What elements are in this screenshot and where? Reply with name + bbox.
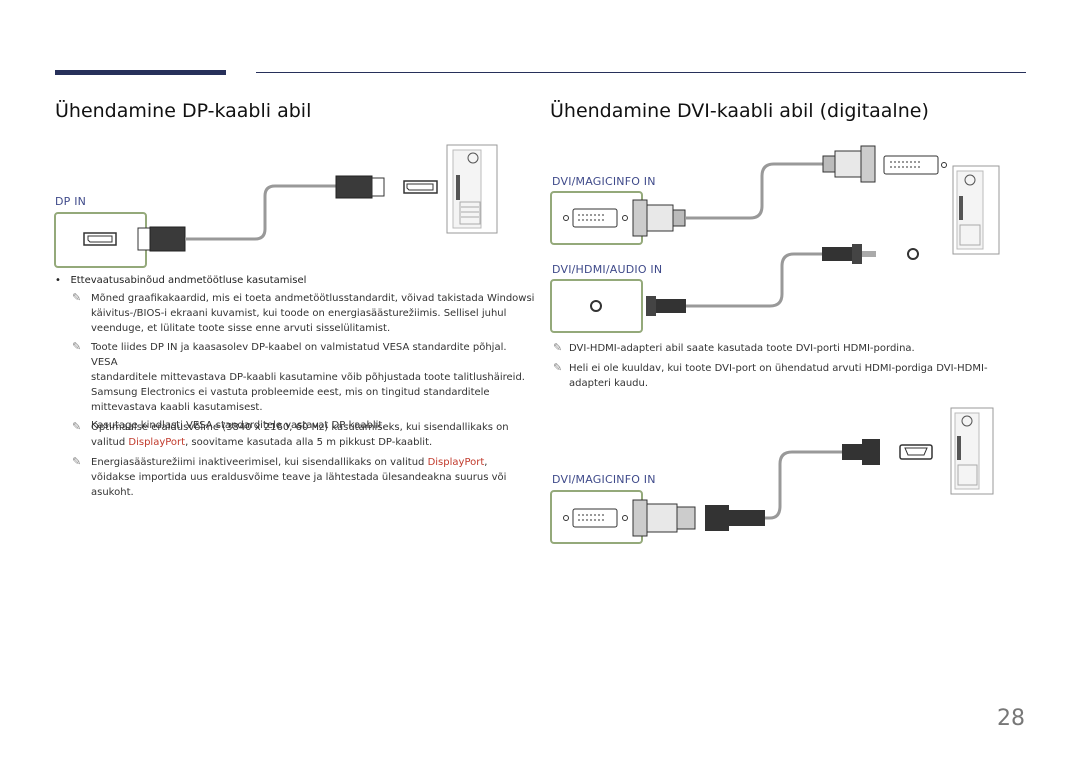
precaution-bullet-text: Ettevaatusabinõud andmetöötluse kasutami… <box>70 275 307 286</box>
note-icon: ✎ <box>553 341 563 354</box>
hdmi-cable <box>765 450 842 520</box>
dp-plug-tip-2 <box>371 177 385 197</box>
dvi-magicinfo-label-1: DVI/MAGICINFO IN <box>552 175 656 188</box>
right-heading: Ühendamine DVI-kaabli abil (digitaalne) <box>550 100 929 122</box>
dvi-port-icon <box>572 508 618 528</box>
note-icon: ✎ <box>553 361 563 374</box>
audio-cable <box>686 252 822 308</box>
left-note-2-line: standarditele mittevastava DP-kaabli kas… <box>91 372 525 383</box>
precaution-bullet: • Ettevaatusabinõud andmetöötluse kasuta… <box>55 275 307 286</box>
left-note-3-line: valitud DisplayPort, soovitame kasutada … <box>91 437 433 448</box>
adapter-dvi-head <box>632 499 648 537</box>
dvi-plug-body <box>646 204 674 232</box>
note-icon: ✎ <box>72 420 82 433</box>
note-icon: ✎ <box>72 291 82 304</box>
dp-in-label: DP IN <box>55 195 87 208</box>
dvi-magicinfo-label-2: DVI/MAGICINFO IN <box>552 473 656 486</box>
left-heading: Ühendamine DP-kaabli abil <box>55 100 312 122</box>
left-note-1-line: Mõned graafikakaardid, mis ei toeta andm… <box>91 293 535 304</box>
displayport-highlight: DisplayPort <box>427 457 485 468</box>
section-bar-line <box>256 72 1026 73</box>
dvi-cable <box>685 162 823 220</box>
pc-dvi-port-icon <box>883 155 939 175</box>
hdmi-plug-2 <box>842 444 862 460</box>
right-note-2-line: adapteri kaudu. <box>569 378 649 389</box>
pc-hdmi-port-icon <box>899 444 933 460</box>
pc-audio-port-icon <box>907 248 919 260</box>
left-note-1-line: veenduge, et lülitate toote sisse enne a… <box>91 323 391 334</box>
left-note-3: Optimaalse eraldusvõime (3840 x 2160, 60… <box>91 420 536 450</box>
dp-plug-body-1 <box>149 226 186 252</box>
left-note-2: Toote liides DP IN ja kaasasolev DP-kaab… <box>91 340 536 433</box>
dvi-hdmi-audio-label: DVI/HDMI/AUDIO IN <box>552 263 663 276</box>
left-note-4: Energiasäästurežiimi inaktiveerimisel, k… <box>91 455 536 500</box>
left-note-1-line: käivitus-/BIOS-i ekraani kuvamist, kui t… <box>91 308 507 319</box>
note-icon: ✎ <box>72 340 82 353</box>
hdmi-plug-1 <box>705 505 729 531</box>
left-note-3-line: Optimaalse eraldusvõime (3840 x 2160, 60… <box>91 422 509 433</box>
page-number: 28 <box>997 706 1025 731</box>
left-note-4-line: Energiasäästurežiimi inaktiveerimisel, k… <box>91 457 488 468</box>
note-icon: ✎ <box>72 455 82 468</box>
left-note-4-line: asukoht. <box>91 487 134 498</box>
right-note-2-line: Heli ei ole kuuldav, kui toote DVI-port … <box>569 363 988 374</box>
audio-port-icon <box>590 300 602 312</box>
right-note-2: Heli ei ole kuuldav, kui toote DVI-port … <box>569 361 1029 391</box>
dp-cable <box>185 184 336 241</box>
left-note-2-line: Toote liides DP IN ja kaasasolev DP-kaab… <box>91 342 507 368</box>
audio-plug-2 <box>822 247 852 261</box>
left-note-2-line: Samsung Electronics ei vastuta probleemi… <box>91 387 490 398</box>
section-bar-accent <box>55 70 226 75</box>
displayport-highlight: DisplayPort <box>128 437 186 448</box>
left-note-1: Mõned graafikakaardid, mis ei toeta andm… <box>91 291 536 336</box>
left-note-4-line: võidakse importida uus eraldusvõime teav… <box>91 472 507 483</box>
left-note-2-line: mittevastava kaabli kasutamisest. <box>91 402 263 413</box>
left-note-2-line: Kasutage kindlasti VESA standarditele va… <box>91 420 386 431</box>
dvi-port-icon <box>572 208 618 228</box>
right-note-1-line: DVI-HDMI-adapteri abil saate kasutada to… <box>569 343 915 354</box>
right-note-1: DVI-HDMI-adapteri abil saate kasutada to… <box>569 341 1029 356</box>
audio-plug-1 <box>646 296 656 316</box>
